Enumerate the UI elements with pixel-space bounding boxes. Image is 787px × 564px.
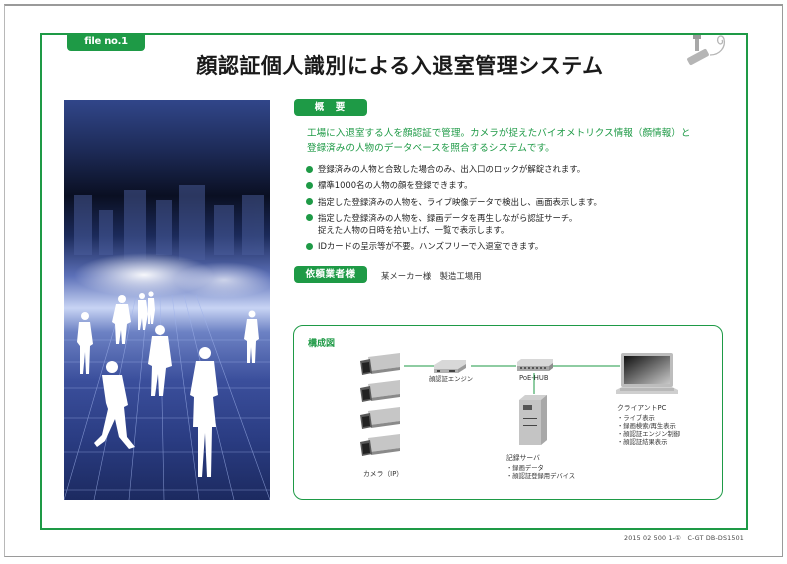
feature-item: IDカードの呈示等が不要。ハンズフリーで入退室できます。 bbox=[305, 240, 725, 252]
document-code: 2015 02 500 1-① C-GT DB-DS1501 bbox=[624, 535, 744, 542]
poe-hub-icon bbox=[517, 359, 553, 371]
overview-lead-line-1: 工場に入退室する人を顔認証で管理。カメラが捉えたバイオメトリクス情報（顔情報）と bbox=[307, 128, 691, 139]
client-label: 依頼業者様 bbox=[294, 266, 367, 283]
camera-label: カメラ（IP） bbox=[363, 470, 404, 478]
overview-label: 概 要 bbox=[294, 99, 367, 116]
diagram-title: 構成図 bbox=[308, 339, 336, 349]
engine-label: 顔認証エンジン bbox=[429, 376, 474, 383]
recording-server-icon bbox=[519, 395, 547, 445]
server-label: 記録サーバ bbox=[506, 454, 540, 462]
overview-lead-line-2: 登録済みの人物のデータベースを照合するシステムです。 bbox=[307, 143, 555, 154]
content-frame bbox=[40, 33, 748, 530]
server-item: ・顔認証登録用デバイス bbox=[506, 473, 576, 480]
pc-item: ・顔認証エンジン制御 bbox=[617, 431, 680, 438]
feature-item: 登録済みの人物と合致した場合のみ、出入口のロックが解錠されます。 bbox=[305, 163, 725, 175]
ip-camera-icons bbox=[360, 353, 400, 456]
pc-label: クライアントPC bbox=[617, 404, 667, 412]
hero-image-people-walking bbox=[64, 100, 270, 500]
page-title: 顔認証個人識別による入退室管理システム bbox=[196, 54, 604, 78]
server-item: ・録画データ bbox=[506, 465, 544, 472]
face-recognition-engine-icon bbox=[434, 360, 466, 373]
diagram-connections bbox=[404, 365, 620, 394]
file-number-tab: file no.1 bbox=[67, 33, 145, 51]
hub-label: PoE-HUB bbox=[519, 374, 549, 382]
overview-lead: 工場に入退室する人を顔認証で管理。カメラが捉えたバイオメトリクス情報（顔情報）と… bbox=[307, 126, 707, 156]
feature-item: 指定した登録済みの人物を、録画データを再生しながら認証サーチ。 bbox=[305, 212, 725, 224]
pc-item: ・ライブ表示 bbox=[617, 415, 655, 422]
feature-item: 標準1000名の人物の顔を登録できます。 bbox=[305, 179, 725, 191]
client-pc-laptop-icon bbox=[616, 353, 678, 394]
pc-item: ・録画検索/再生表示 bbox=[617, 423, 676, 430]
system-diagram: 構成図 顔認証エンジン PoE-HUB 記録サーバ ・録画 bbox=[293, 325, 723, 500]
feature-list: 登録済みの人物と合致した場合のみ、出入口のロックが解錠されます。 標準1000名… bbox=[305, 163, 725, 256]
feature-item: 指定した登録済みの人物を、ライブ映像データで検出し、画面表示します。 bbox=[305, 196, 725, 208]
security-camera-icon bbox=[687, 35, 726, 65]
client-value: 某メーカー様 製造工場用 bbox=[381, 271, 482, 281]
pc-item: ・顔認証結果表示 bbox=[617, 439, 668, 446]
feature-item-continuation: 捉えた人物の日時を拾い上げ、一覧で表示します。 bbox=[318, 224, 510, 235]
